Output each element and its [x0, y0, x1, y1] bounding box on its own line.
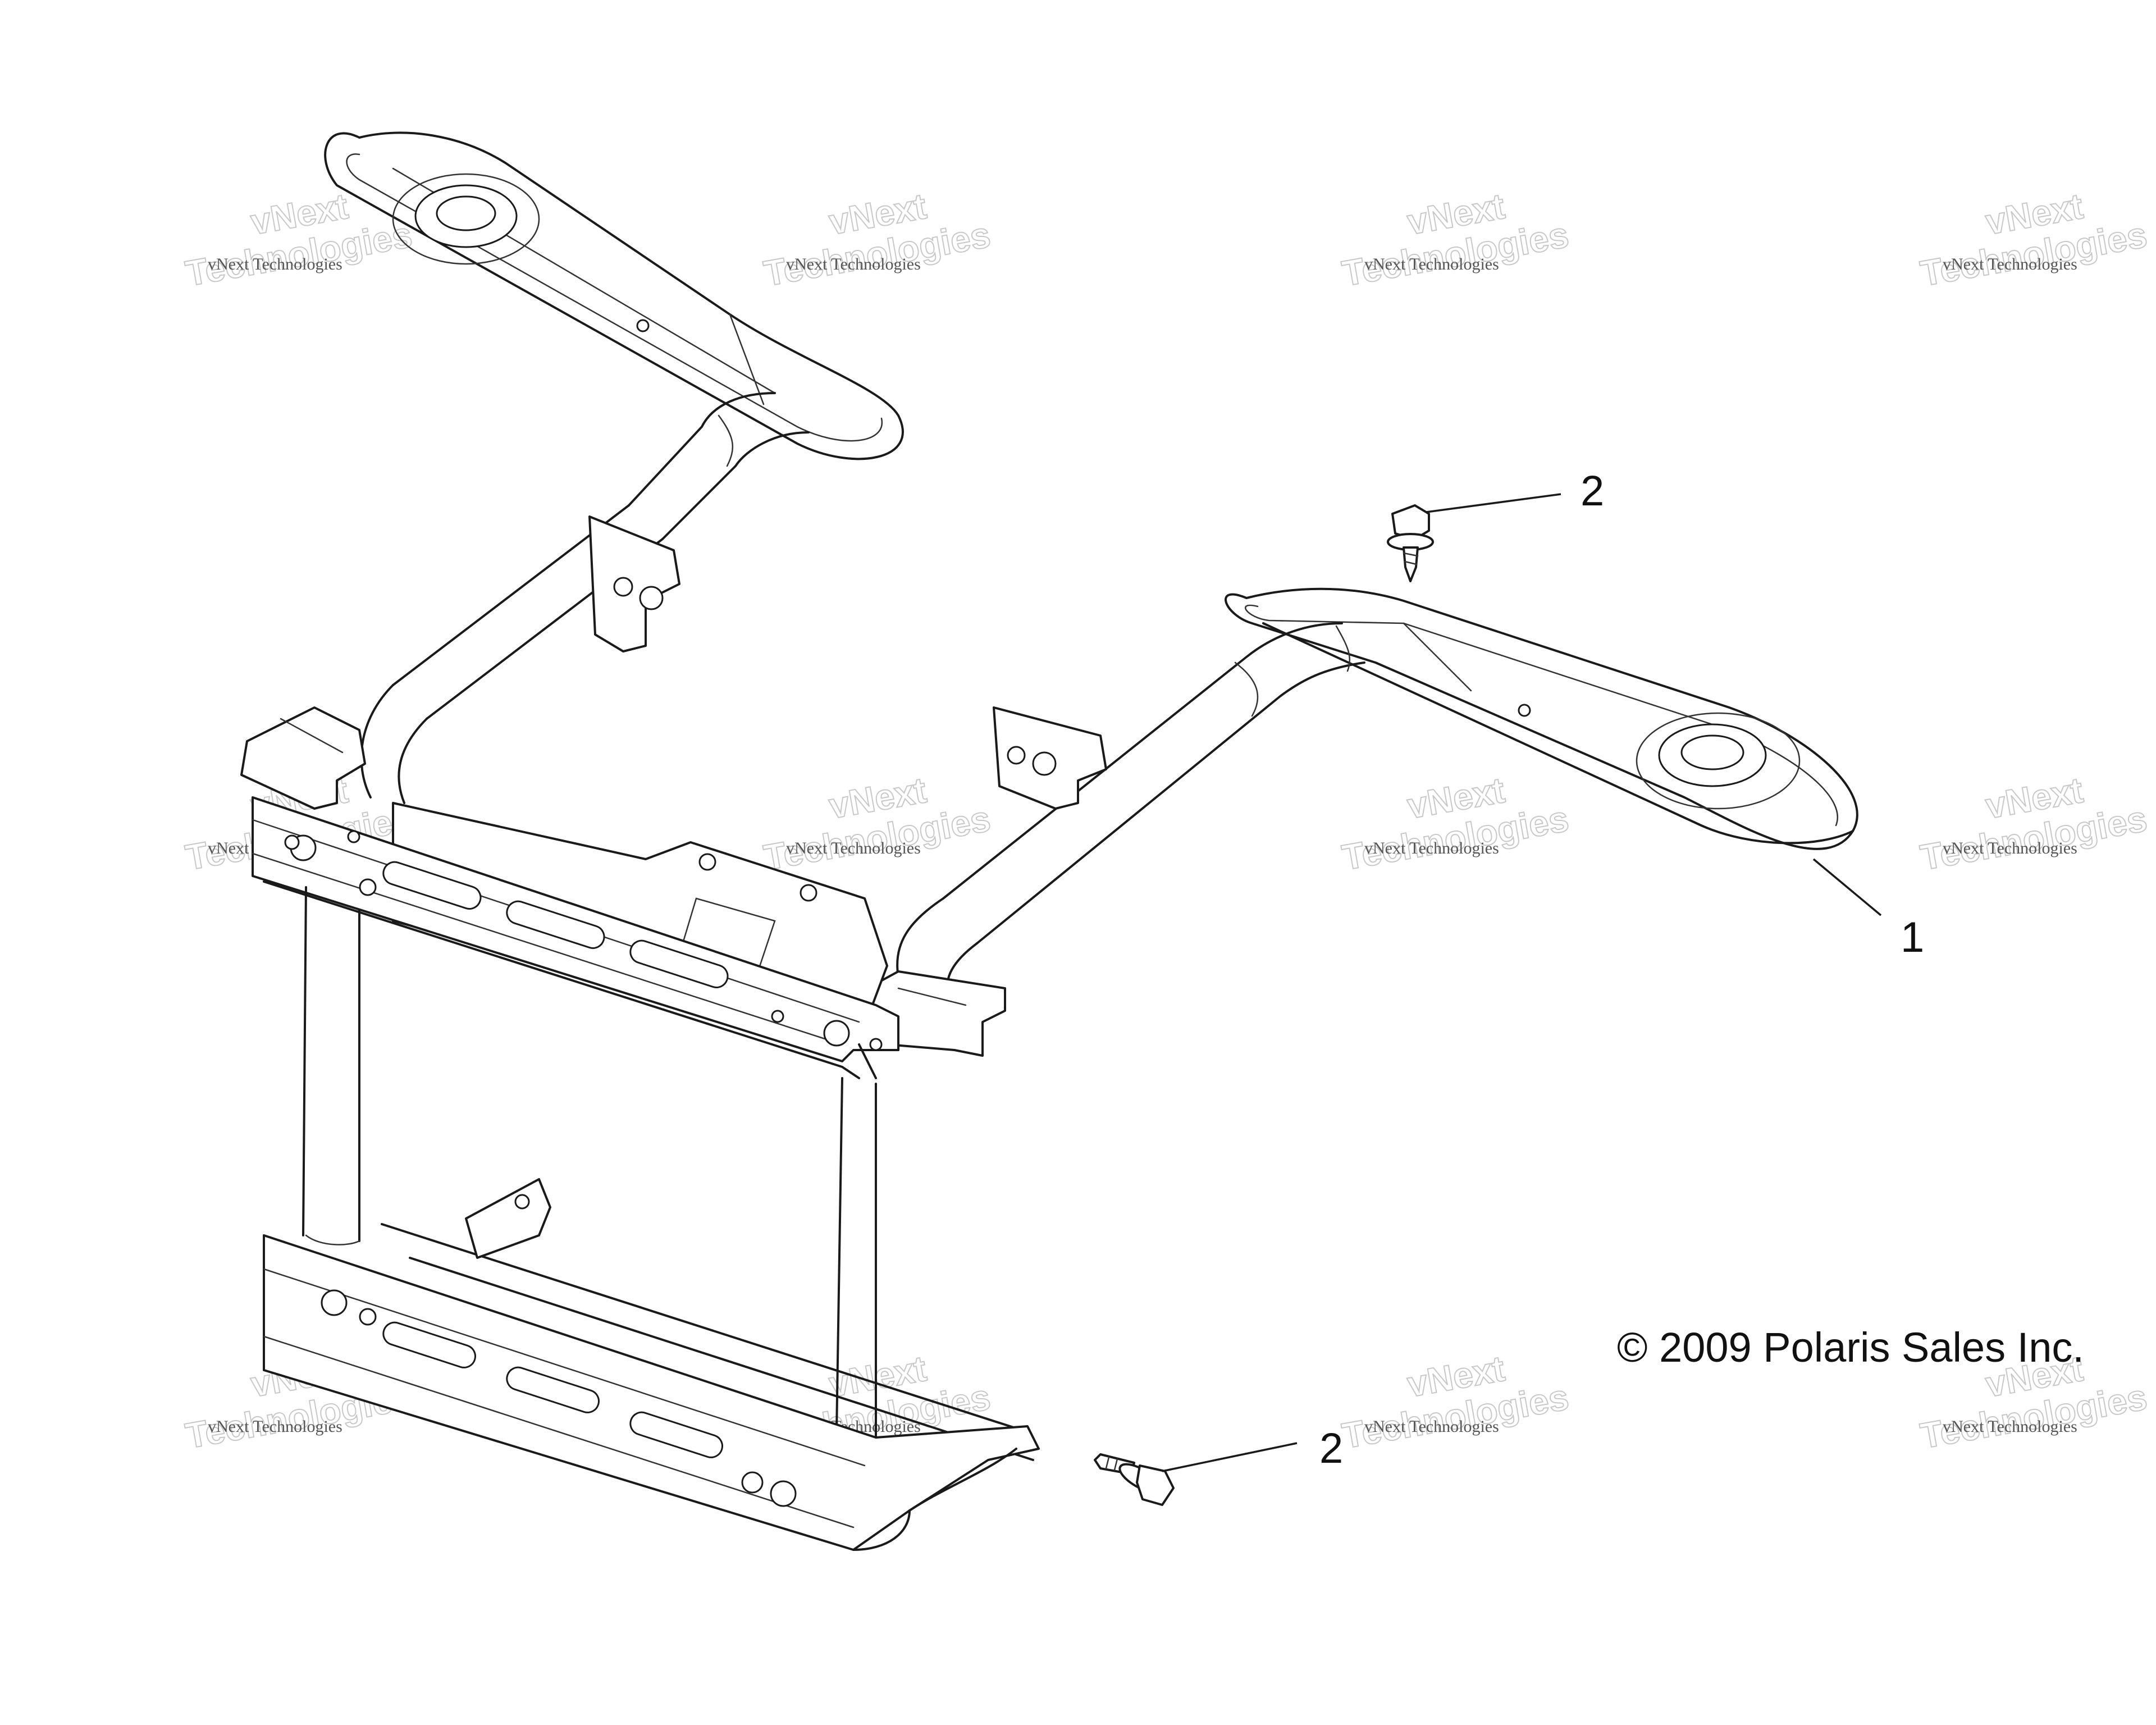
seat-base-frame: [252, 796, 899, 1079]
watermark-small: vNext Technologies: [1364, 255, 1499, 273]
watermark-small: vNext Technologies: [1364, 839, 1499, 857]
callout-2-bottom: 2: [1319, 1425, 1343, 1472]
watermark-small: vNext Technologies: [208, 1417, 342, 1436]
copyright-notice: © 2009 Polaris Sales Inc.: [1617, 1324, 2084, 1371]
leader-line-1: [1812, 858, 1882, 916]
watermark-small: vNext Technologies: [1943, 1417, 2077, 1436]
callout-1: 1: [1901, 914, 1924, 961]
screw-top: [1387, 504, 1434, 582]
watermark-small: vNext Technologies: [1943, 839, 2077, 857]
watermark-small: vNext Technologies: [786, 839, 921, 857]
watermark-small: vNext Technologies: [1943, 255, 2077, 273]
lower-frame-rail: [263, 1178, 1040, 1551]
leader-line-2-top: [1426, 493, 1561, 513]
watermark-small: vNext Technologies: [786, 255, 921, 273]
left-armrest-handle: [240, 131, 904, 810]
watermark-small: vNext Technologies: [208, 255, 342, 273]
callout-2-top: 2: [1581, 467, 1604, 515]
leader-line-2-bottom: [1162, 1442, 1298, 1472]
watermark-small: vNext Technologies: [1364, 1417, 1499, 1436]
right-armrest-handle: [835, 587, 1858, 1057]
screw-bottom: [1094, 1453, 1175, 1506]
